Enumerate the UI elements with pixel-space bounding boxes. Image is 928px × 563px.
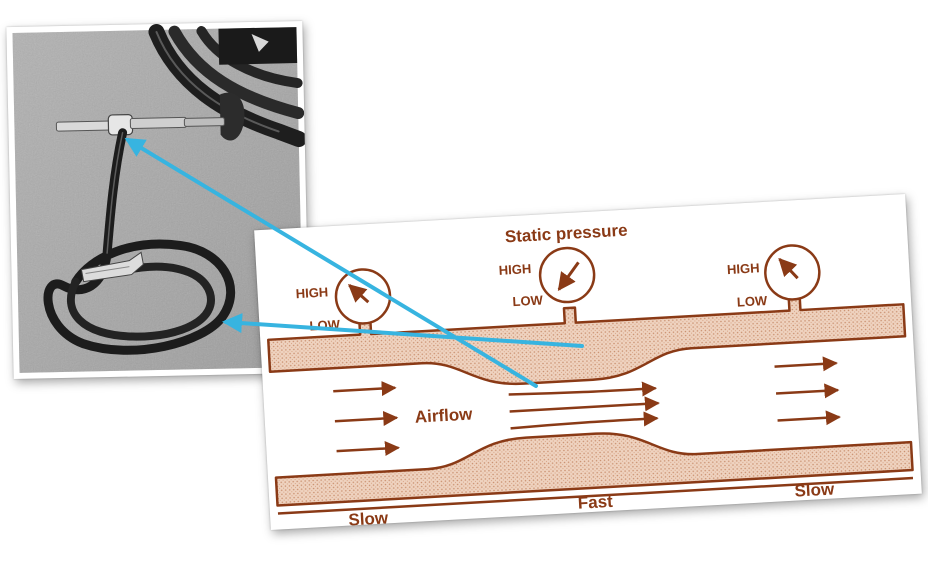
pitot-tube	[55, 114, 225, 136]
airflow-arrows-middle	[508, 381, 660, 430]
gauge-high-label: HIGH	[295, 284, 328, 301]
diagram-card: HIGH LOW HIGH LOW HIGH LOW Static pressu…	[254, 194, 922, 530]
gauge-right: HIGH LOW	[727, 244, 821, 310]
airflow-arrows-right	[774, 356, 841, 426]
diagram-title: Static pressure	[504, 221, 628, 247]
region-label-left: Slow	[348, 508, 389, 529]
gauge-needle	[778, 257, 799, 280]
venturi-diagram: HIGH LOW HIGH LOW HIGH LOW Static pressu…	[267, 221, 914, 530]
bottom-wall	[274, 432, 914, 507]
gauge-low-label: LOW	[512, 292, 544, 309]
gauge-high-label: HIGH	[727, 260, 760, 277]
region-label-middle: Fast	[577, 492, 613, 513]
gauge-low-label: LOW	[736, 293, 768, 310]
gauge-high-label: HIGH	[498, 261, 531, 278]
gauge-low-label: LOW	[309, 317, 341, 334]
region-label-right: Slow	[794, 479, 835, 500]
device-emblem	[251, 34, 269, 52]
gauge-needle	[557, 261, 580, 291]
cable-clip	[219, 92, 245, 141]
gauge-middle: HIGH LOW	[498, 246, 596, 309]
gauge-left: HIGH LOW	[295, 268, 392, 334]
base-line	[277, 476, 914, 515]
airflow-arrows-left	[333, 381, 400, 456]
airflow-label: Airflow	[414, 405, 473, 427]
coiled-cable	[148, 23, 307, 148]
